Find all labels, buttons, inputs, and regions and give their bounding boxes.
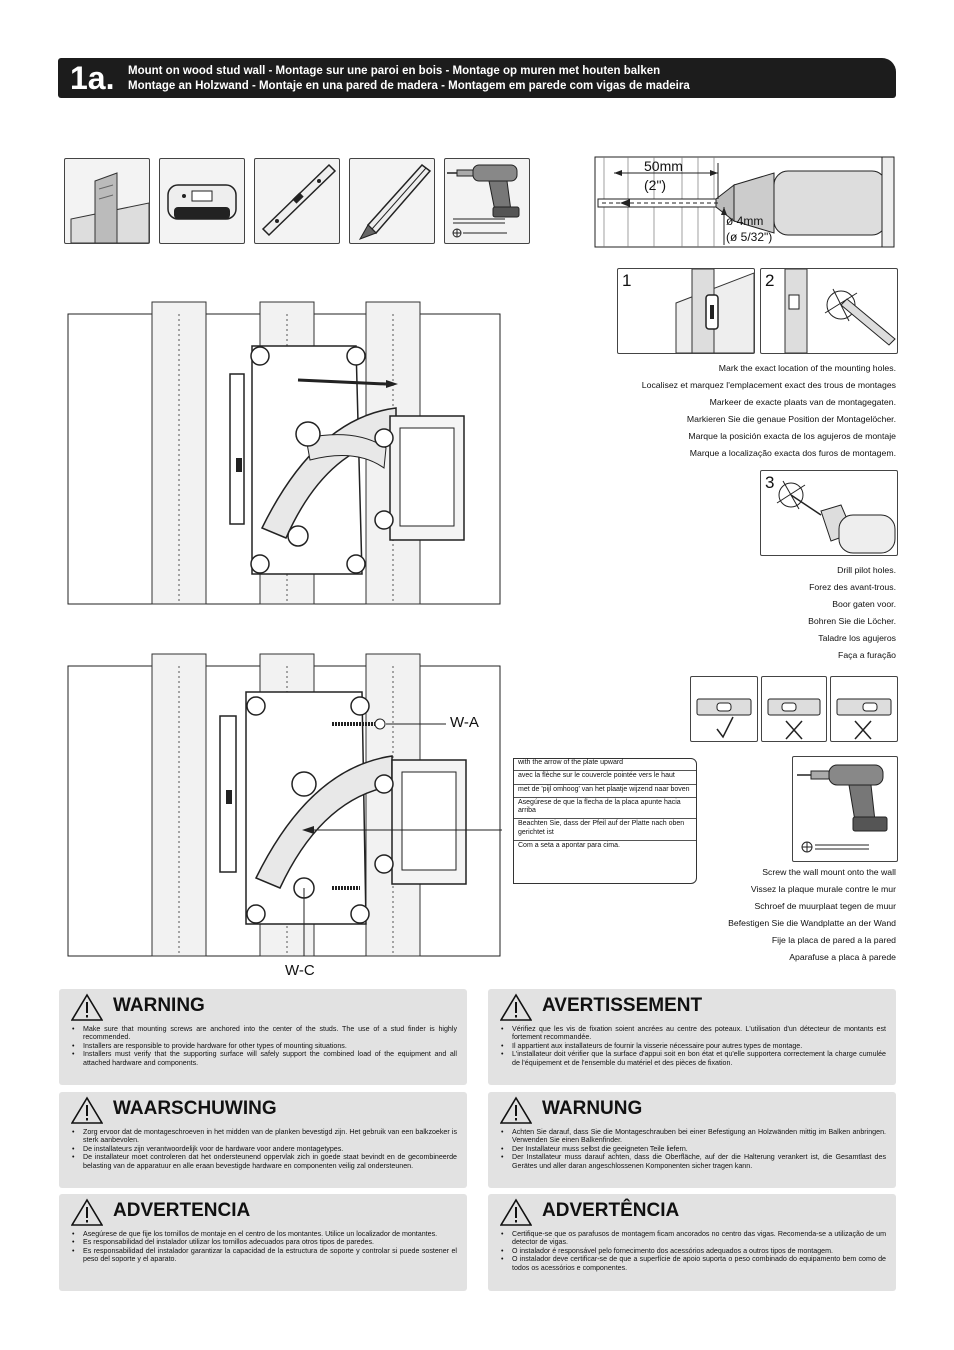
step-3-number: 3 <box>765 473 775 492</box>
warning-title: WARNING <box>113 995 205 1016</box>
warning-title: ADVERTENCIA <box>113 1200 251 1221</box>
warning-title: WARNUNG <box>542 1098 643 1119</box>
warning-title: AVERTISSEMENT <box>542 995 703 1016</box>
warning-list: Asegúrese de que fije los tornillos de m… <box>71 1230 457 1264</box>
mark-holes-instructions: Mark the exact location of the mounting … <box>641 363 896 458</box>
warning-triangle-icon <box>71 1096 103 1124</box>
stud-wall-icon <box>64 158 150 244</box>
header-line-1: Mount on wood stud wall - Montage sur un… <box>128 65 661 77</box>
warning-panel-es: ADVERTENCIA Asegúrese de que fije los to… <box>59 1194 467 1291</box>
power-drill-icon <box>444 158 530 244</box>
drill-diameter-mm: ø 4mm <box>726 214 764 228</box>
warning-title: WAARSCHUWING <box>113 1098 277 1119</box>
screwdriver-drill-panel <box>792 756 898 862</box>
level-incorrect-right-icon <box>830 676 898 742</box>
wall-plate-screwing-diagram: W-A <box>66 652 512 960</box>
warning-panel-de: WARNUNG Achten Sie darauf, dass Sie die … <box>488 1092 896 1188</box>
label-wa: W-A <box>450 714 479 731</box>
wall-plate-marking-diagram <box>66 298 502 608</box>
level-tool-icon <box>254 158 340 244</box>
warning-panel-en: WARNING Make sure that mounting screws a… <box>59 989 467 1085</box>
warning-panel-pt: ADVERTÊNCIA Certifique-se que os parafus… <box>488 1194 896 1291</box>
warning-list: Make sure that mounting screws are ancho… <box>71 1025 457 1067</box>
stud-finder-icon <box>159 158 245 244</box>
warning-title: ADVERTÊNCIA <box>542 1200 680 1221</box>
header-line-2: Montage an Holzwand - Montaje en una par… <box>128 80 690 92</box>
drill-holes-instructions: Drill pilot holes. Forez des avant-trous… <box>808 565 896 660</box>
arrow-direction-callout: with the arrow of the plate upward avec … <box>513 758 697 884</box>
warning-list: Certifique-se que os parafusos de montag… <box>500 1230 886 1272</box>
label-wc: W-C <box>285 962 315 979</box>
level-correct-icon <box>690 676 758 742</box>
drill-depth-diagram: 50mm (2") ø 4mm (ø 5/32") <box>594 155 896 249</box>
step-2-number: 2 <box>765 271 775 290</box>
step-2-mark-panel: 2 <box>760 268 898 354</box>
step-3-drill-panel: 3 <box>760 470 898 556</box>
drill-depth-inch: (2") <box>644 177 667 193</box>
screw-mount-instructions: Screw the wall mount onto the wall Visse… <box>728 867 896 962</box>
level-incorrect-left-icon <box>761 676 827 742</box>
warning-triangle-icon <box>71 1198 103 1226</box>
warning-triangle-icon <box>500 1096 532 1124</box>
step-1-number: 1 <box>622 271 632 290</box>
warning-triangle-icon <box>71 993 103 1021</box>
pencil-icon <box>349 158 435 244</box>
step-header: 1a. Mount on wood stud wall - Montage su… <box>58 58 896 98</box>
warning-triangle-icon <box>500 993 532 1021</box>
drill-diameter-inch: (ø 5/32") <box>726 230 773 244</box>
warning-list: Zorg ervoor dat de montageschroeven in h… <box>71 1128 457 1170</box>
step-1-mark-panel: 1 <box>617 268 755 354</box>
warning-list: Achten Sie darauf, dass Sie die Montages… <box>500 1128 886 1170</box>
warning-triangle-icon <box>500 1198 532 1226</box>
warning-panel-fr: AVERTISSEMENT Vérifiez que les vis de fi… <box>488 989 896 1085</box>
drill-depth-mm: 50mm <box>644 158 683 174</box>
step-number: 1a. <box>70 60 115 96</box>
warning-list: Vérifiez que les vis de fixation soient … <box>500 1025 886 1067</box>
warning-panel-nl: WAARSCHUWING Zorg ervoor dat de montages… <box>59 1092 467 1188</box>
